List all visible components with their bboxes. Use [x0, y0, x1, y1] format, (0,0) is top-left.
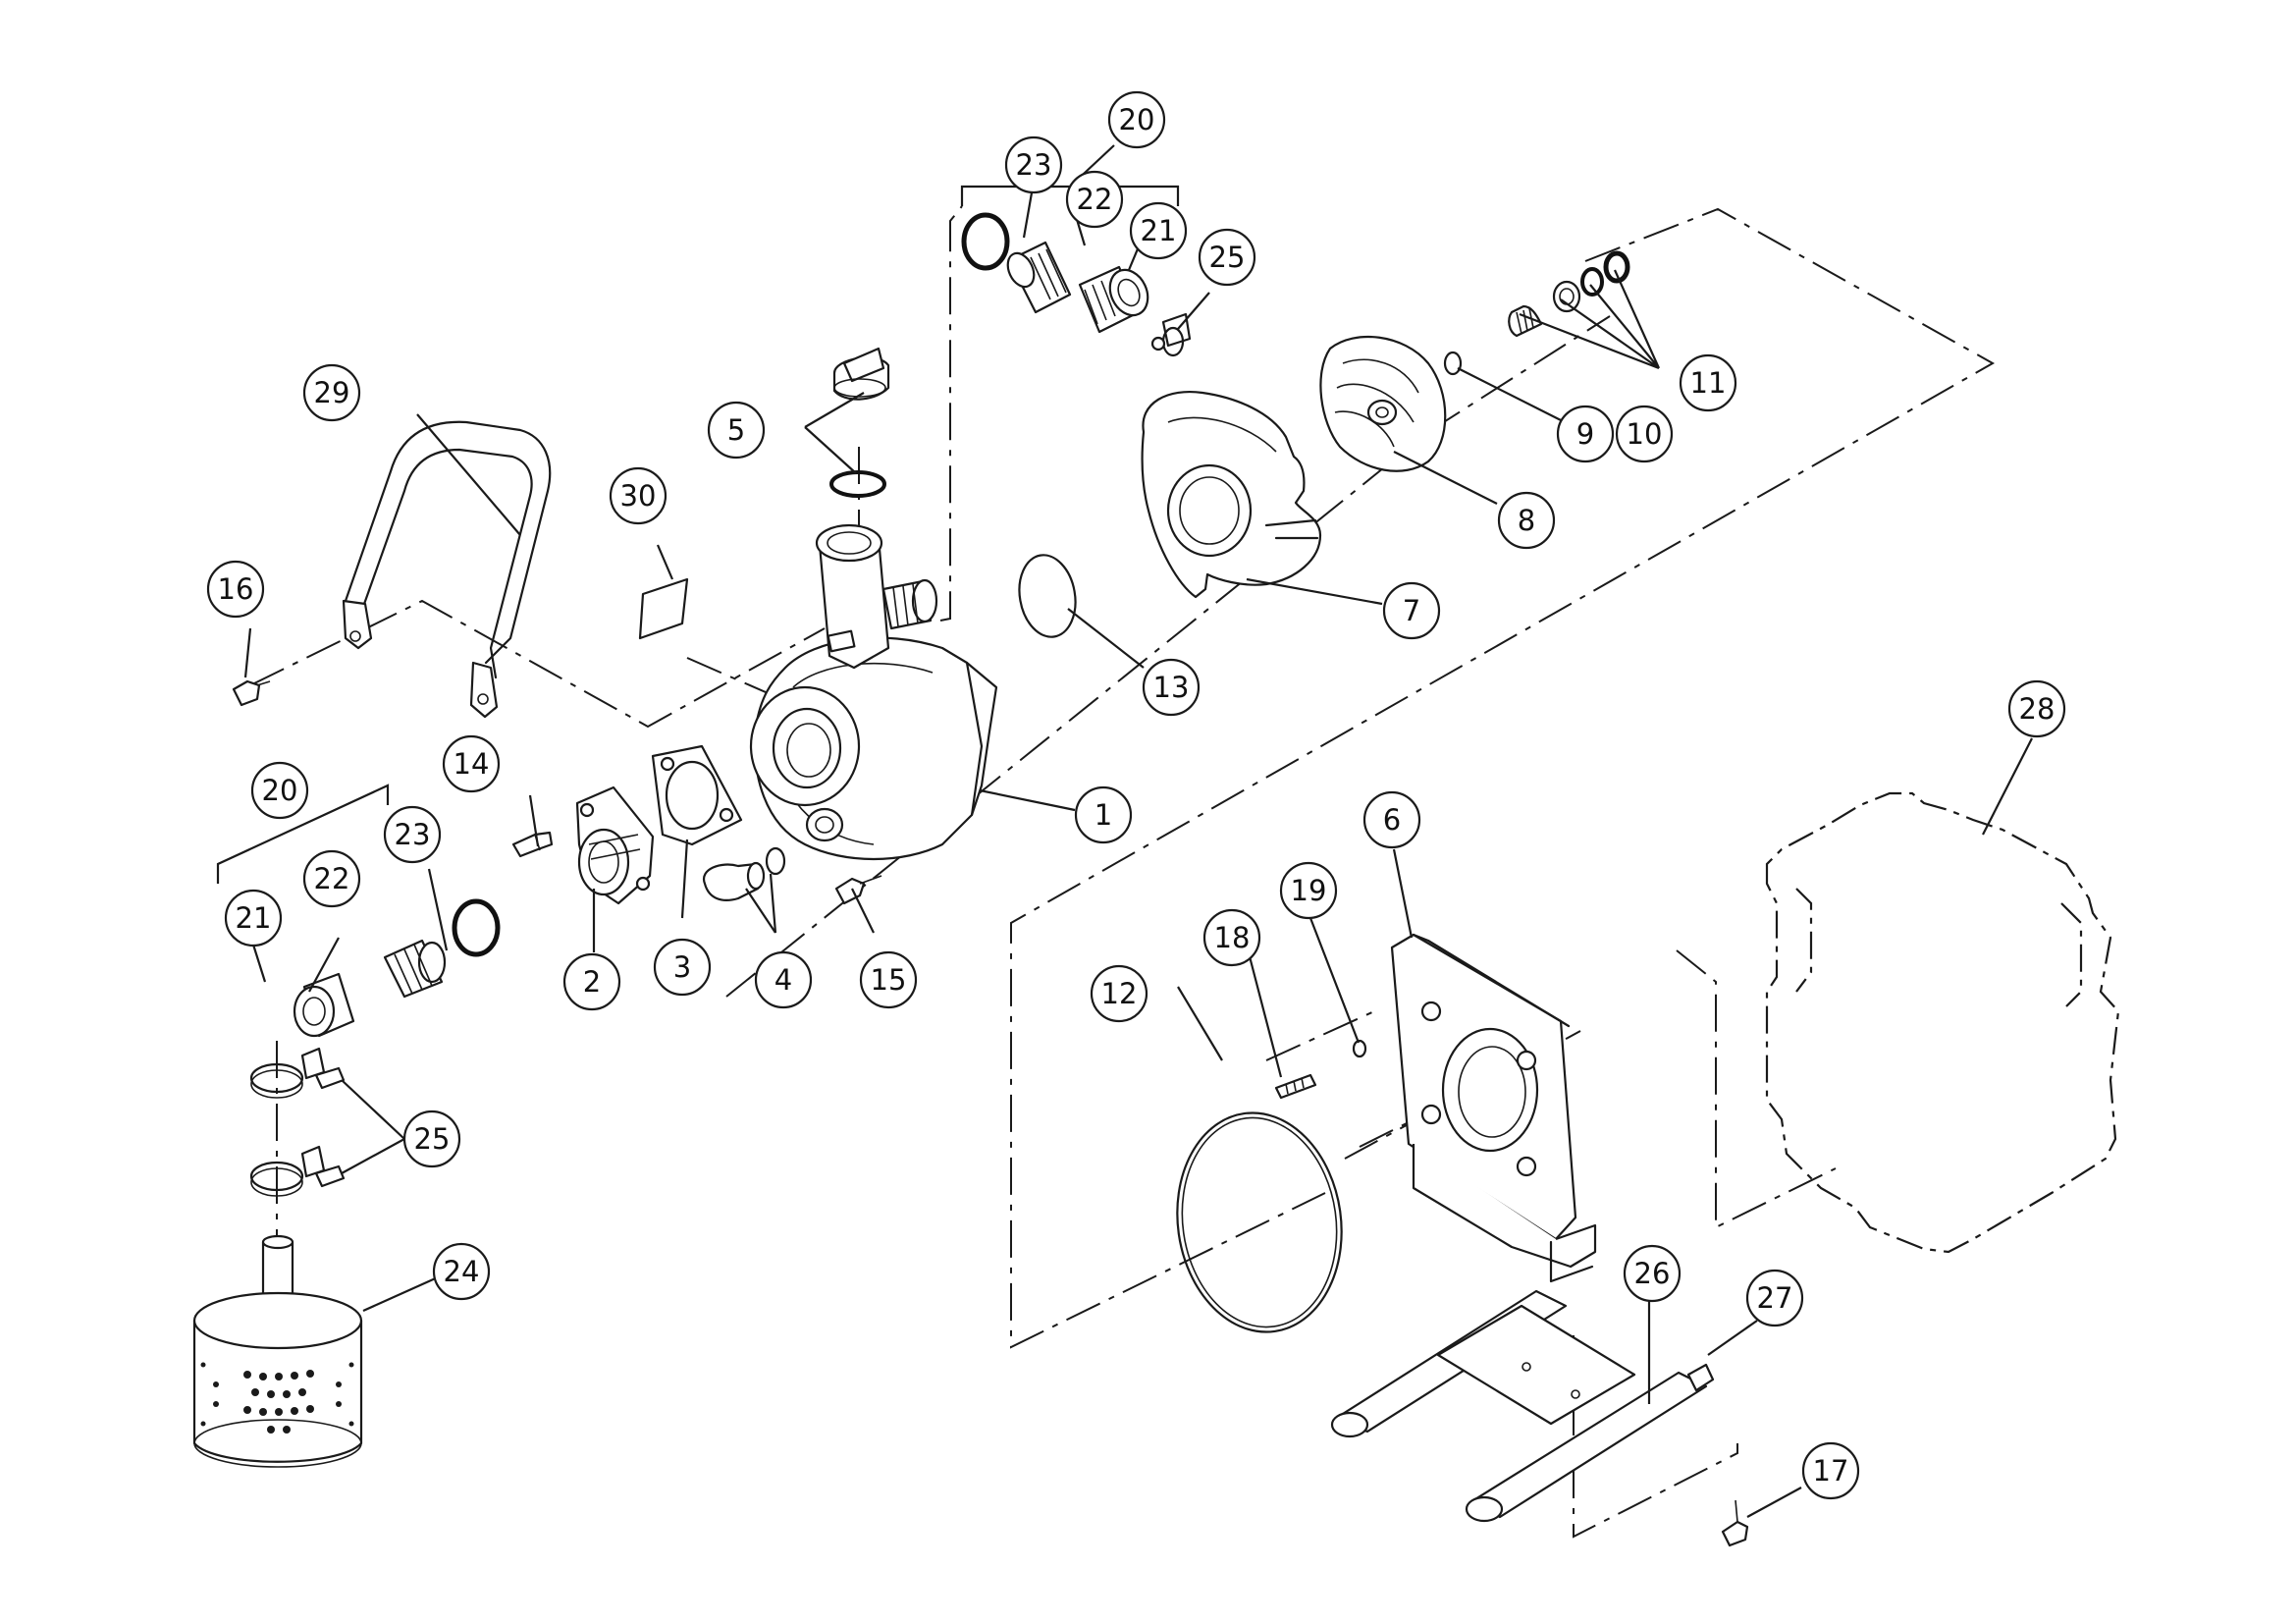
- callout-10: 10: [1615, 405, 1674, 463]
- svg-text:2: 2: [583, 965, 601, 999]
- svg-text:11: 11: [1690, 366, 1727, 400]
- svg-text:23: 23: [1016, 148, 1052, 182]
- seal-parts: [1443, 250, 1630, 376]
- callout-14: 14: [442, 734, 501, 793]
- decal-label: [638, 577, 689, 640]
- callout-21-suction: 21: [224, 889, 283, 947]
- volute-diffuser: [1141, 390, 1322, 599]
- pump-casing: [749, 523, 998, 861]
- svg-text:14: 14: [454, 747, 490, 781]
- svg-text:25: 25: [1209, 241, 1246, 274]
- svg-text:21: 21: [236, 901, 272, 935]
- svg-text:29: 29: [314, 376, 350, 409]
- svg-text:16: 16: [218, 572, 254, 606]
- callout-15: 15: [859, 950, 918, 1009]
- callout-24: 24: [432, 1242, 491, 1301]
- callout-18: 18: [1202, 908, 1261, 967]
- carry-handle: [232, 420, 552, 719]
- callout-balloons: 1 2 3 4 5 6 7 8 9 10 11 12 13 14 15 16 1…: [206, 90, 2066, 1500]
- callout-17: 17: [1801, 1441, 1860, 1500]
- impeller: [1319, 335, 1447, 472]
- callout-29: 29: [302, 363, 361, 422]
- leader-lines: [216, 144, 2033, 1518]
- svg-text:3: 3: [673, 950, 691, 984]
- discharge-fitting: [1006, 241, 1192, 357]
- callout-28: 28: [2007, 679, 2066, 738]
- svg-text:7: 7: [1403, 594, 1420, 627]
- callout-3: 3: [653, 938, 712, 997]
- svg-text:20: 20: [262, 774, 298, 807]
- svg-text:6: 6: [1383, 803, 1401, 837]
- svg-text:12: 12: [1101, 977, 1138, 1010]
- svg-text:27: 27: [1757, 1281, 1793, 1315]
- callout-1: 1: [1074, 785, 1133, 844]
- svg-text:22: 22: [1077, 183, 1113, 216]
- svg-text:4: 4: [774, 963, 792, 997]
- assembly-centerlines: [249, 205, 1996, 1539]
- svg-text:19: 19: [1291, 874, 1327, 907]
- callout-22-suction: 22: [302, 849, 361, 908]
- svg-text:18: 18: [1214, 921, 1251, 954]
- svg-text:15: 15: [871, 963, 907, 997]
- callout-25-discharge: 25: [1198, 228, 1256, 287]
- callout-20-discharge: 20: [1107, 90, 1166, 149]
- svg-text:25: 25: [414, 1122, 451, 1156]
- engine-outline: [1765, 791, 2120, 1254]
- callout-21-discharge: 21: [1129, 201, 1188, 260]
- callout-30: 30: [609, 466, 667, 525]
- callout-8: 8: [1497, 491, 1556, 550]
- svg-text:17: 17: [1813, 1454, 1849, 1488]
- svg-text:13: 13: [1153, 671, 1190, 704]
- suction-fitting: [192, 939, 447, 1468]
- callout-4: 4: [754, 950, 813, 1009]
- svg-text:24: 24: [444, 1255, 480, 1288]
- callout-5: 5: [707, 401, 766, 460]
- suction-parts: [511, 744, 882, 905]
- callout-9: 9: [1556, 405, 1615, 463]
- svg-text:5: 5: [727, 413, 745, 447]
- callout-12: 12: [1090, 964, 1148, 1023]
- callout-2: 2: [562, 952, 621, 1011]
- callout-20-suction: 20: [250, 761, 309, 820]
- strainer-holes: [200, 1362, 354, 1434]
- engine-bracket: [1274, 933, 1597, 1283]
- svg-text:22: 22: [314, 862, 350, 895]
- filler-cap: [832, 347, 890, 401]
- callout-7: 7: [1382, 581, 1441, 640]
- svg-text:10: 10: [1627, 417, 1663, 451]
- svg-text:9: 9: [1576, 417, 1594, 451]
- svg-text:1: 1: [1095, 798, 1112, 832]
- callout-19: 19: [1279, 861, 1338, 920]
- callout-22-discharge: 22: [1065, 170, 1124, 229]
- callout-23-discharge: 23: [1004, 135, 1063, 194]
- callout-11: 11: [1679, 353, 1737, 412]
- callout-25-suction: 25: [402, 1110, 461, 1168]
- svg-text:8: 8: [1518, 504, 1535, 537]
- callout-26: 26: [1623, 1244, 1682, 1303]
- callout-13: 13: [1142, 658, 1201, 717]
- svg-text:26: 26: [1634, 1257, 1671, 1290]
- svg-text:20: 20: [1119, 103, 1155, 136]
- callout-27: 27: [1745, 1269, 1804, 1327]
- svg-text:28: 28: [2019, 692, 2056, 726]
- callout-23-suction: 23: [383, 805, 442, 864]
- svg-text:21: 21: [1141, 214, 1177, 247]
- base-frame: [1330, 1289, 1749, 1547]
- o-rings: [452, 212, 1343, 1333]
- svg-text:30: 30: [620, 479, 657, 513]
- svg-text:23: 23: [395, 818, 431, 851]
- callout-6: 6: [1362, 790, 1421, 849]
- callout-16: 16: [206, 560, 265, 619]
